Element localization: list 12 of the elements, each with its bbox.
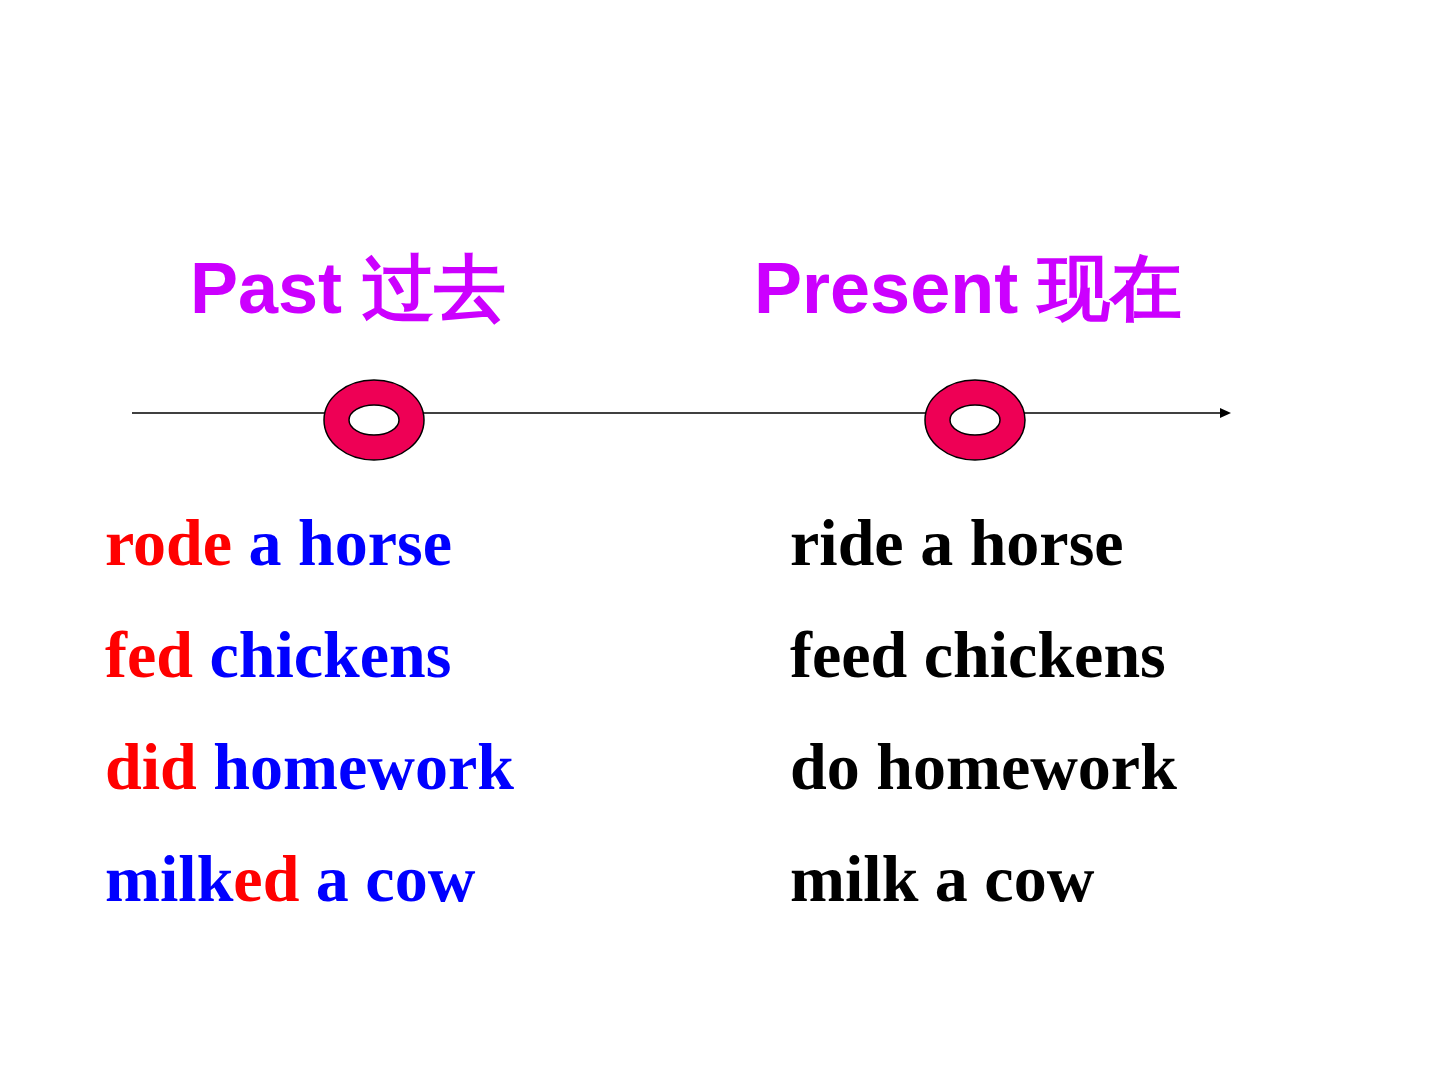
past-tense-phrase: milked a cow xyxy=(105,846,476,912)
past-tense-phrase: did homework xyxy=(105,734,514,800)
time-heading: Present 现在 xyxy=(754,252,1183,324)
ring-marker xyxy=(923,378,1027,462)
past-tense-phrase: rode a horse xyxy=(105,510,453,576)
present-tense-phrase: do homework xyxy=(790,734,1177,800)
present-tense-phrase: feed chickens xyxy=(790,622,1166,688)
present-tense-phrase: milk a cow xyxy=(790,846,1095,912)
time-heading: Past 过去 xyxy=(190,252,507,324)
ring-marker xyxy=(322,378,426,462)
past-tense-phrase: fed chickens xyxy=(105,622,452,688)
present-tense-phrase: ride a horse xyxy=(790,510,1124,576)
